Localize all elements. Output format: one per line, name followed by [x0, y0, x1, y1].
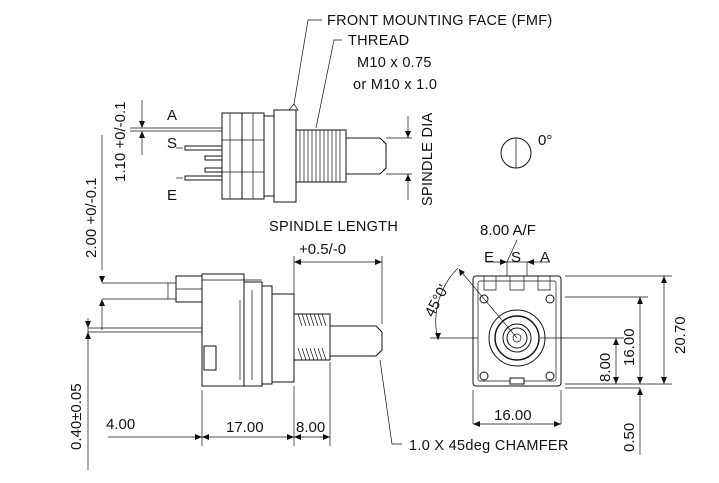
terminal-a-top: A	[167, 107, 177, 124]
top-side-view: FRONT MOUNTING FACE (FMF) THREAD M10 x 0…	[112, 13, 553, 206]
dim-2-00: 2.00 +0/-0.1	[83, 178, 100, 258]
label-chamfer: 1.0 X 45deg CHAMFER	[409, 438, 569, 454]
label-thread: THREAD	[348, 33, 409, 49]
label-thread-spec-2: or M10 x 1.0	[353, 77, 437, 93]
front-view: 8.00 A/F E S A 45°0' 16.00 8.00 16	[422, 222, 689, 455]
spindle-zero-symbol: 0°	[500, 132, 552, 169]
dim-0-40: 0.40±0.05	[68, 383, 85, 450]
label-spindle-length: SPINDLE LENGTH	[269, 219, 398, 235]
dim-0-50: 0.50	[621, 423, 638, 452]
dim-17-00: 17.00	[226, 419, 264, 436]
terminal-e-top: E	[167, 187, 177, 204]
side-view: 2.00 +0/-0.1 0.40±0.05	[68, 135, 569, 470]
dim-16-00-right: 16.00	[621, 328, 638, 366]
label-angle-zero: 0°	[538, 132, 552, 149]
dim-af: 8.00 A/F	[480, 222, 536, 239]
dim-1-10: 1.10 +0/-0.1	[112, 102, 129, 182]
dim-4-00: 4.00	[106, 416, 135, 433]
terminal-a-front: A	[540, 249, 550, 266]
dim-20-70: 20.70	[672, 316, 689, 354]
terminal-e-front: E	[484, 249, 494, 266]
label-thread-spec-1: M10 x 0.75	[357, 55, 432, 71]
terminal-s-top: S	[167, 135, 177, 152]
label-fmf: FRONT MOUNTING FACE (FMF)	[327, 13, 553, 29]
label-angle-45: 45°0'	[422, 282, 453, 320]
label-spindle-dia: SPINDLE DIA	[420, 112, 436, 206]
dim-8-00-side: 8.00	[296, 419, 325, 436]
dim-8-00-right: 8.00	[597, 353, 614, 382]
dim-16-00-bottom: 16.00	[494, 407, 532, 424]
label-spindle-length-tol: +0.5/-0	[299, 241, 346, 258]
terminal-s-front: S	[511, 249, 521, 266]
